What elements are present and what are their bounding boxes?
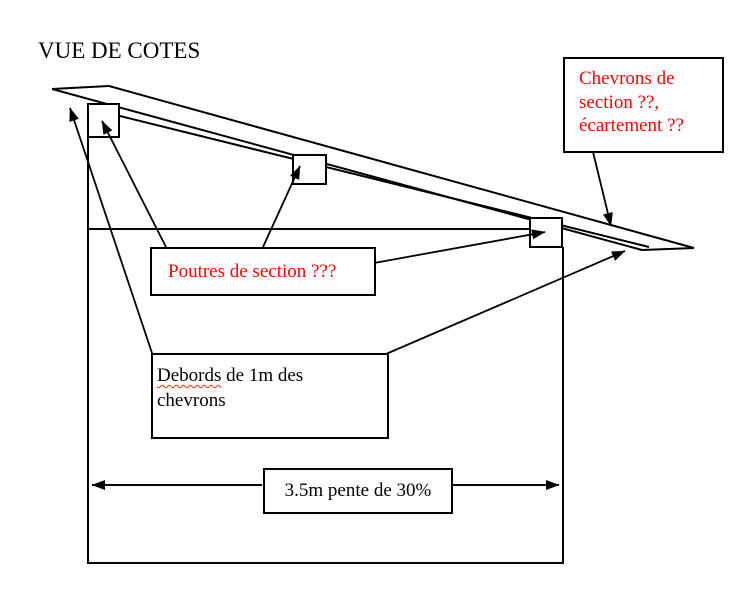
chevrons-callout-line3: écartement ?? bbox=[579, 115, 684, 136]
debords-callout-line1: Debords de 1m des bbox=[157, 363, 383, 388]
poutres-arrow-middle bbox=[262, 165, 301, 248]
beam-square-right bbox=[529, 217, 563, 248]
poutres-arrow-left bbox=[101, 120, 167, 248]
beam-square-left bbox=[87, 103, 120, 138]
dimension-label-box[interactable]: 3.5m pente de 30% bbox=[263, 468, 453, 514]
poutres-callout-box[interactable]: Poutres de section ??? bbox=[150, 247, 376, 296]
page-title: VUE DE COTES bbox=[38, 38, 201, 63]
dimension-label: 3.5m pente de 30% bbox=[284, 480, 432, 502]
rafter-tip-top-line bbox=[51, 85, 110, 90]
chevrons-callout-line1: Chevrons de bbox=[579, 68, 675, 89]
chevrons-callout-box[interactable]: Chevrons de section ??, écartement ?? bbox=[563, 57, 724, 153]
debords-line1-rest: de 1m des bbox=[221, 365, 304, 386]
debords-arrow-left bbox=[69, 107, 153, 354]
rafter-right-cut-line bbox=[641, 247, 695, 251]
rafter-top-line bbox=[108, 85, 695, 249]
debords-callout-box[interactable]: Debords de 1m des chevrons bbox=[151, 353, 389, 439]
debords-arrow-right bbox=[385, 250, 626, 355]
debords-callout-line2: chevrons bbox=[157, 390, 226, 411]
chevrons-callout-line2: section ??, bbox=[579, 91, 660, 113]
chevrons-arrow bbox=[592, 151, 613, 227]
debords-misspelled-word: Debords bbox=[157, 365, 222, 386]
poutres-arrow-right bbox=[373, 229, 546, 264]
poutres-callout-label: Poutres de section ??? bbox=[168, 260, 337, 282]
